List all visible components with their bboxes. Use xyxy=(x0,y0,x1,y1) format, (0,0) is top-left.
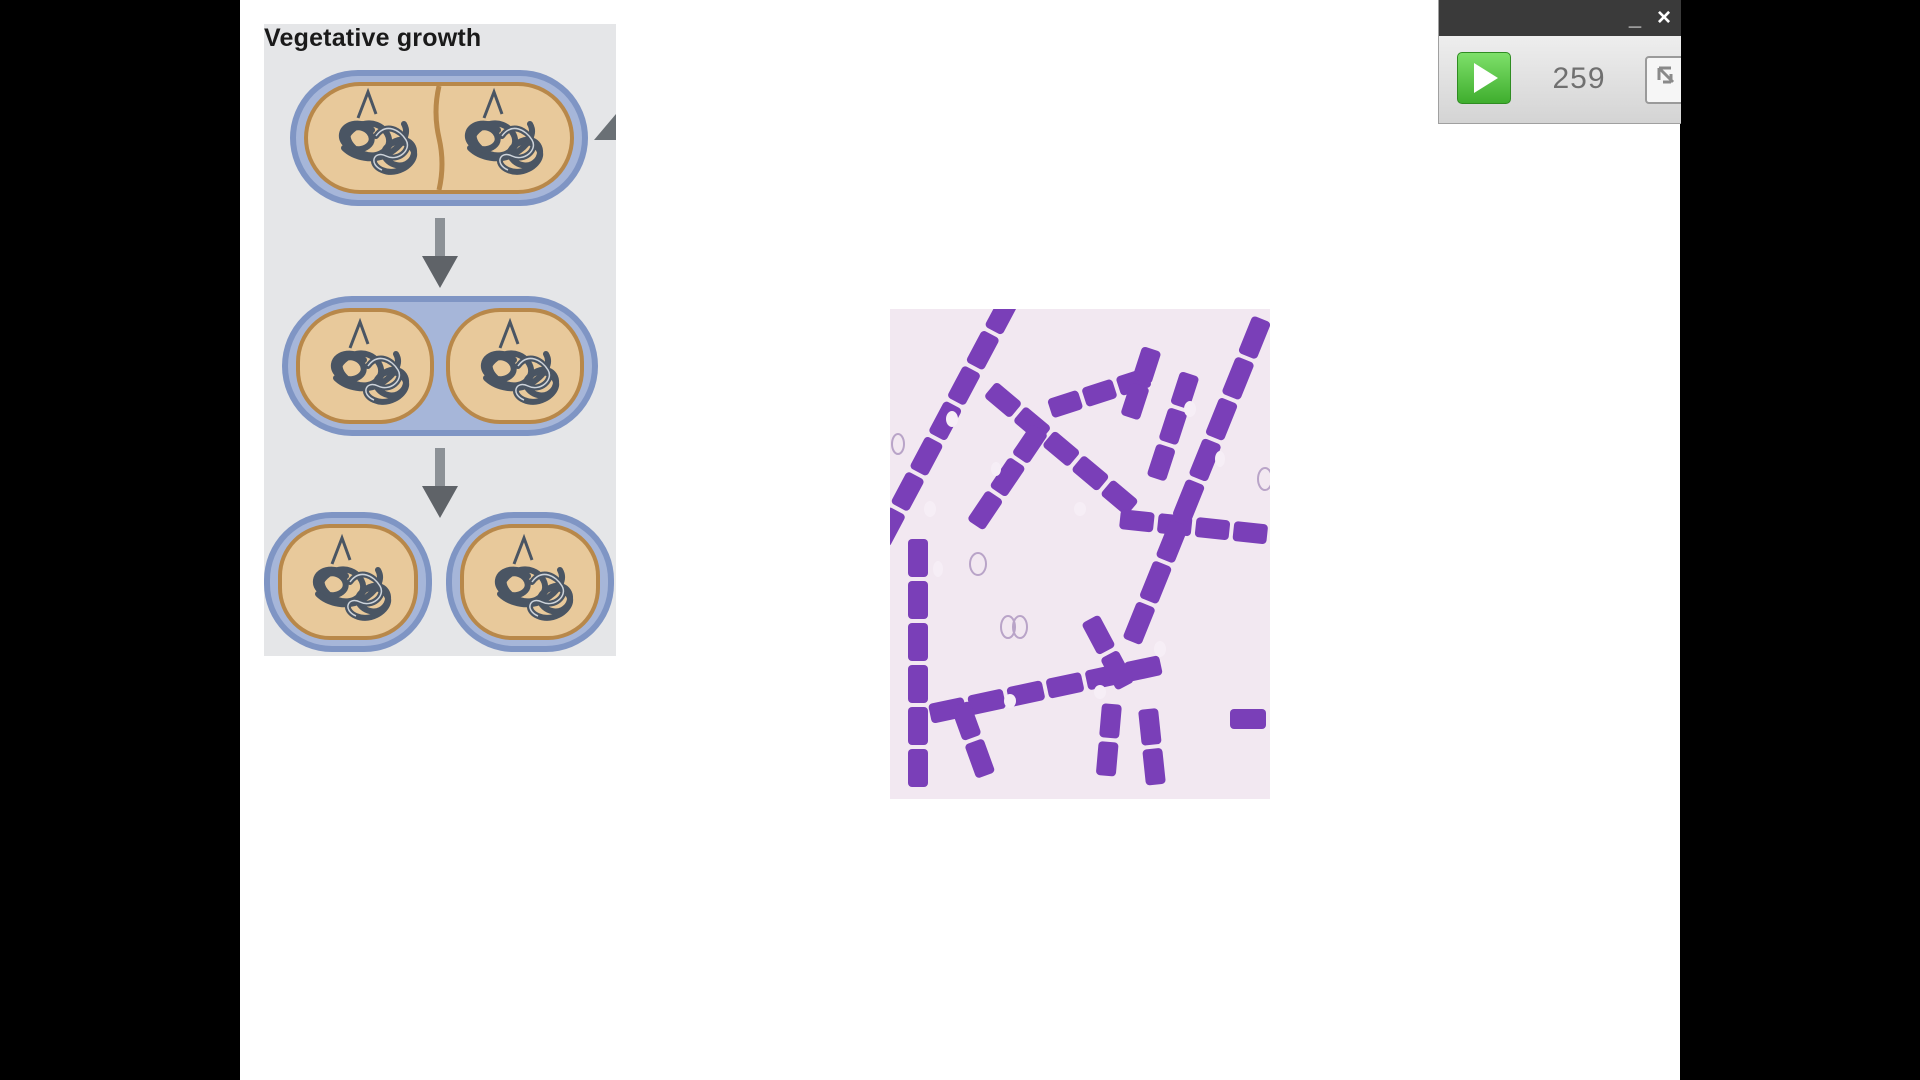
expand-button[interactable] xyxy=(1645,56,1681,104)
expand-icon xyxy=(1657,66,1675,84)
pointer-arrow xyxy=(594,114,616,140)
cell-division-diagram xyxy=(264,70,616,652)
diagram-title: Vegetative growth xyxy=(264,24,482,52)
recorder-body: 259 xyxy=(1439,36,1681,123)
frame-counter: 259 xyxy=(1552,62,1606,95)
play-icon xyxy=(1474,63,1498,93)
dividing-cell xyxy=(290,70,588,206)
septated-cell xyxy=(282,296,598,436)
daughter-cells xyxy=(264,512,614,652)
close-icon[interactable]: × xyxy=(1656,4,1671,31)
down-arrow-1 xyxy=(422,218,458,288)
play-button[interactable] xyxy=(1457,52,1511,104)
minimize-icon[interactable]: _ xyxy=(1628,5,1642,30)
down-arrow-2 xyxy=(422,448,458,518)
recorder-titlebar: _ × xyxy=(1439,0,1681,36)
bacteria-micrograph xyxy=(890,309,1270,799)
recorder-toolbar: _ × 259 xyxy=(1438,0,1681,124)
stained-bacilli-chains xyxy=(890,309,1270,787)
